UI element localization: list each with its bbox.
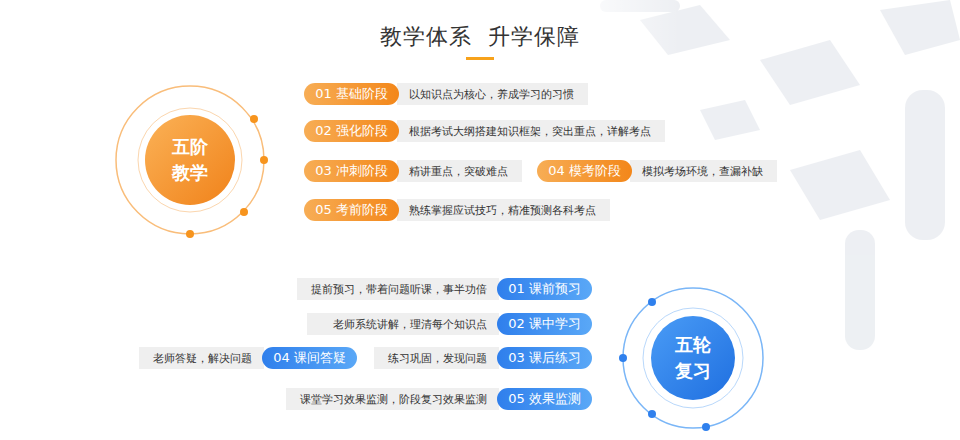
node-text: 精讲重点，突破难点 — [409, 164, 508, 179]
page-title: 教学体系 升学保障 — [0, 22, 960, 52]
node-text: 老师答疑，解决问题 — [153, 351, 252, 366]
node-text: 以知识点为核心，养成学习的习惯 — [409, 87, 574, 102]
description-bar: 课堂学习效果监测，阶段复习效果监测 — [286, 388, 499, 410]
node-text: 02 课中学习 — [508, 315, 581, 333]
stage-pill: 01 基础阶段 — [304, 83, 399, 105]
node-text: 五阶 教学 — [170, 134, 210, 186]
node-text: 课堂学习效果监测，阶段复习效果监测 — [300, 392, 487, 407]
stage-circle: 五阶 教学 — [145, 115, 235, 205]
node-text: 01 基础阶段 — [315, 85, 388, 103]
orange-ring — [116, 86, 268, 238]
node-text: 04 课间答疑 — [273, 349, 346, 367]
circle-shape — [145, 115, 235, 205]
description-bar: 提前预习，带着问题听课，事半功倍 — [297, 278, 499, 300]
node-text: 根据考试大纲搭建知识框架，突出重点，详解考点 — [409, 124, 651, 139]
title-underline — [466, 57, 494, 60]
stage-pill: 05 考前阶段 — [304, 199, 399, 221]
node-text: 02 强化阶段 — [315, 122, 388, 140]
node-text: 五轮 复习 — [673, 332, 713, 384]
blue-ring — [619, 288, 763, 431]
node-text: 练习巩固，发现问题 — [388, 351, 487, 366]
node-text: 03 课后练习 — [508, 349, 581, 367]
node-text: 提前预习，带着问题听课，事半功倍 — [311, 282, 487, 297]
description-bar: 精讲重点，突破难点 — [397, 160, 522, 182]
node-text: 04 模考阶段 — [548, 162, 621, 180]
description-bar: 以知识点为核心，养成学习的习惯 — [397, 83, 588, 105]
node-text: 模拟考场环境，查漏补缺 — [642, 164, 763, 179]
description-bar: 老师答疑，解决问题 — [139, 347, 264, 369]
stage-circle: 五轮 复习 — [651, 316, 735, 400]
stage-pill: 02 强化阶段 — [304, 120, 399, 142]
node-text: 03 冲刺阶段 — [315, 162, 388, 180]
description-bar: 模拟考场环境，查漏补缺 — [630, 160, 777, 182]
stage-pill: 03 冲刺阶段 — [304, 160, 399, 182]
round-pill: 05 效果监测 — [497, 388, 592, 410]
node-text: 老师系统讲解，理清每个知识点 — [333, 317, 487, 332]
node-text: 01 课前预习 — [508, 280, 581, 298]
description-bar: 老师系统讲解，理清每个知识点 — [307, 313, 499, 335]
stage-pill: 04 模考阶段 — [537, 160, 632, 182]
node-text: 05 考前阶段 — [315, 201, 388, 219]
circle-shape — [651, 316, 735, 400]
description-bar: 熟练掌握应试技巧，精准预测各科考点 — [397, 199, 610, 221]
round-pill: 03 课后练习 — [497, 347, 592, 369]
description-bar: 练习巩固，发现问题 — [374, 347, 499, 369]
round-pill: 01 课前预习 — [497, 278, 592, 300]
description-bar: 根据考试大纲搭建知识框架，突出重点，详解考点 — [397, 120, 665, 142]
round-pill: 04 课间答疑 — [262, 347, 357, 369]
node-text: 05 效果监测 — [508, 390, 581, 408]
round-pill: 02 课中学习 — [497, 313, 592, 335]
node-text: 熟练掌握应试技巧，精准预测各科考点 — [409, 203, 596, 218]
